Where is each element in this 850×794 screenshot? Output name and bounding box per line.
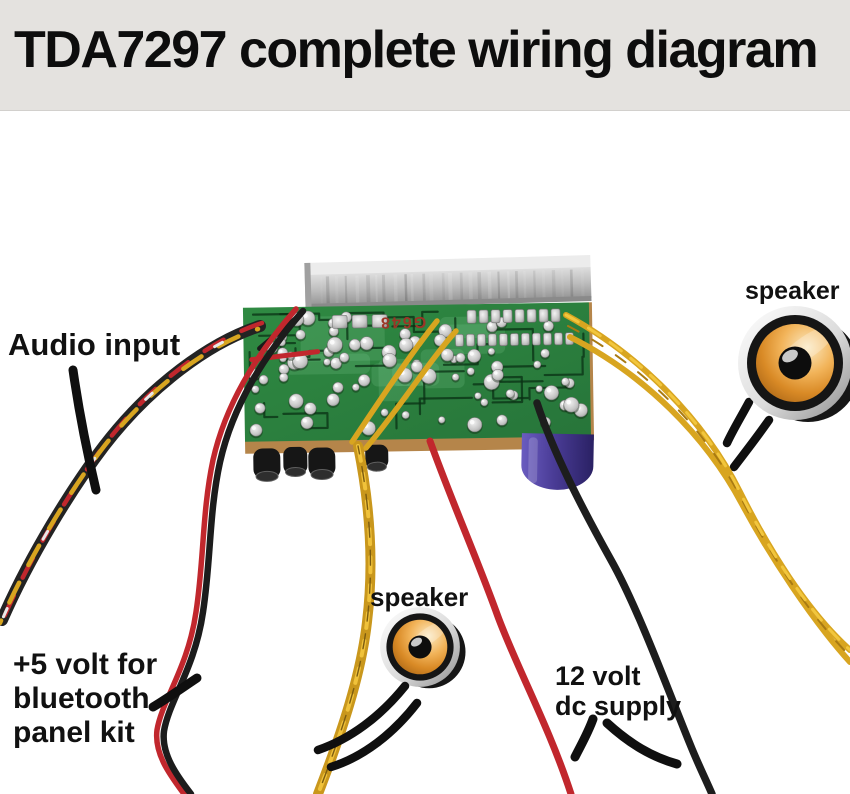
pcb-board: G648: [242, 302, 595, 490]
speaker-icon-right: [738, 306, 850, 422]
speaker-label-right: speaker: [745, 277, 840, 305]
dc-supply-label-line2: dc supply: [555, 691, 682, 721]
audio-input-pointer: [68, 365, 101, 495]
title-band: TDA7297 complete wiring diagram: [0, 0, 850, 111]
dc-positive-wire: [426, 437, 575, 794]
dc-negative-wire: [533, 399, 716, 794]
capacitors-black: [253, 444, 389, 482]
audio-input-label: Audio input: [8, 327, 181, 362]
dc-supply-label: 12 volt dc supply: [555, 661, 681, 721]
bluetooth-power-label-line1: +5 volt for: [13, 648, 158, 681]
bluetooth-power-label: +5 volt for bluetooth panel kit: [13, 648, 157, 750]
speaker-icon-bottom: [380, 607, 465, 688]
speaker-lead-right-1: [722, 397, 754, 448]
speaker-cable-right: [563, 312, 850, 665]
audio-input-cable: [0, 320, 266, 626]
board-marking: G648: [379, 313, 426, 331]
ic-pin-pads: [331, 308, 574, 347]
dc-supply-pointer-right: [602, 718, 682, 769]
speaker-label-bottom: speaker: [370, 582, 469, 612]
speaker-lead-bottom-1: [313, 681, 410, 755]
bluetooth-pointer: [148, 673, 202, 712]
bluetooth-power-cable: [153, 306, 307, 794]
speaker-lead-bottom-2: [326, 698, 422, 772]
heatsink: [304, 255, 592, 309]
bluetooth-power-label-line3: panel kit: [13, 716, 135, 749]
page-title: TDA7297 complete wiring diagram: [14, 21, 819, 79]
speaker-lead-right-2: [729, 415, 774, 472]
dc-supply-label-line1: 12 volt: [555, 661, 641, 691]
dc-supply-pointer-left: [570, 714, 598, 762]
bluetooth-power-label-line2: bluetooth: [13, 682, 150, 715]
